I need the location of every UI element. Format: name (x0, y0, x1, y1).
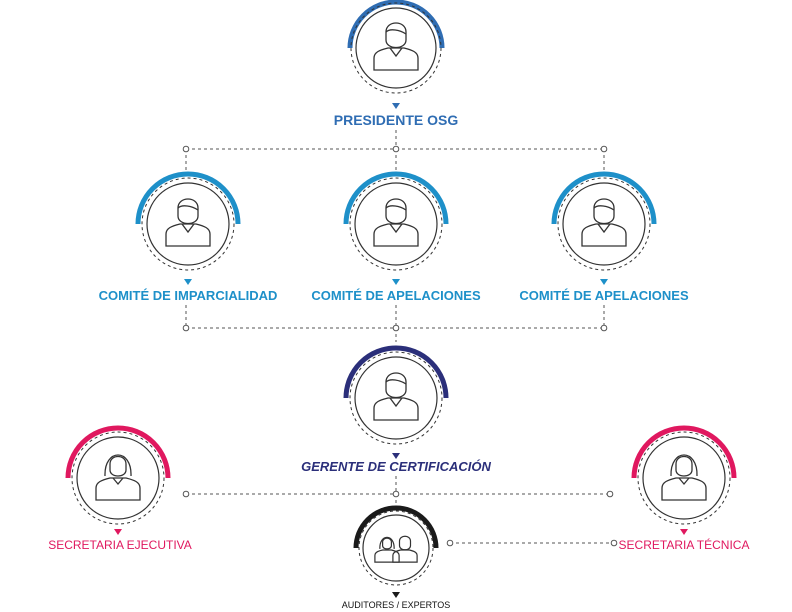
node-committee-2 (343, 171, 449, 285)
label-secretary-tech: SECRETARIA TÉCNICA (618, 538, 750, 552)
president-arc (347, 0, 445, 49)
node-manager (343, 345, 449, 459)
label-committee-2: COMITÉ DE APELACIONES (311, 288, 481, 303)
node-secretary-tech (631, 425, 737, 535)
connector-dots (182, 145, 618, 547)
label-secretary-exec: SECRETARIA EJECUTIVA (48, 538, 192, 552)
label-auditors: AUDITORES / EXPERTOS (341, 600, 451, 610)
node-secretary-exec (65, 425, 171, 535)
node-committee-1 (135, 171, 241, 285)
label-committee-1: COMITÉ DE IMPARCIALIDAD (98, 288, 278, 303)
label-president: PRESIDENTE OSG (333, 112, 459, 128)
label-manager: GERENTE DE CERTIFICACIÓN (301, 459, 491, 474)
president-pointer (392, 103, 400, 109)
node-auditors (353, 505, 439, 598)
label-committee-3: COMITÉ DE APELACIONES (519, 288, 689, 303)
node-president (347, 0, 445, 109)
node-committee-3 (551, 171, 657, 285)
